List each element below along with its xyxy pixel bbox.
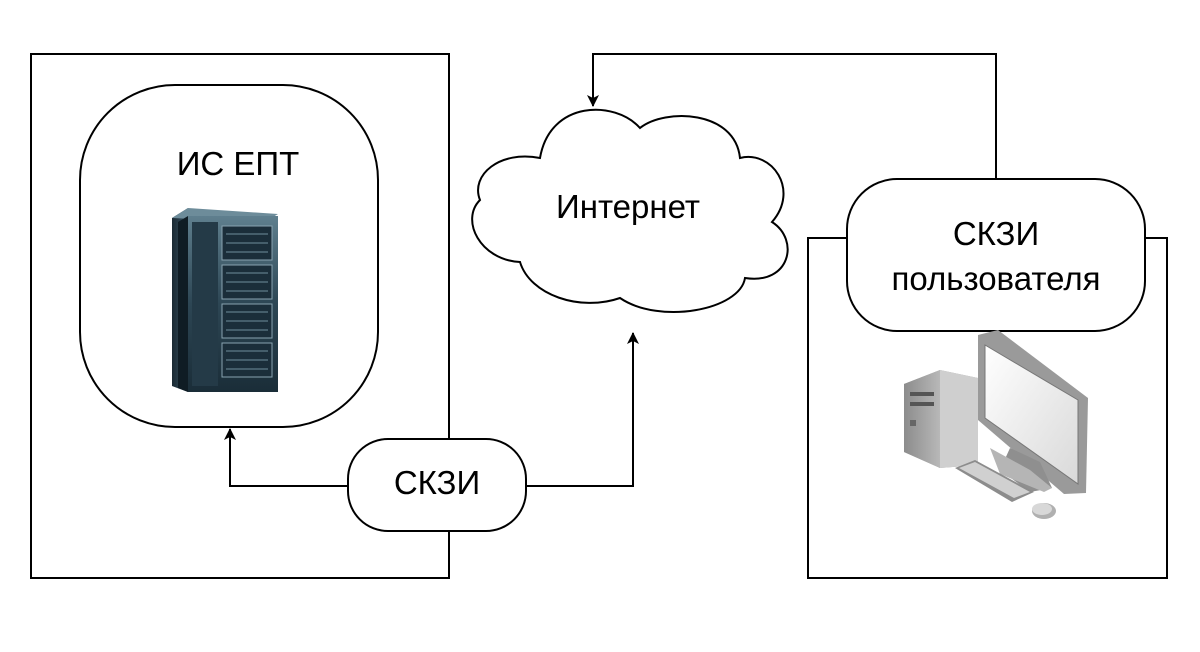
server-rack-icon xyxy=(172,208,278,392)
arrow-crypto-to-internet xyxy=(526,332,639,487)
server-crypto-box xyxy=(347,438,527,532)
user-crypto-label-line1: СКЗИ xyxy=(953,215,1039,252)
user-crypto-label-line2: пользователя xyxy=(892,260,1101,297)
arrow-user-crypto-to-internet xyxy=(587,53,997,179)
desktop-computer-icon xyxy=(904,330,1088,519)
server-crypto-label: СКЗИ xyxy=(394,464,480,501)
user-crypto-box xyxy=(846,178,1146,332)
cloud-icon xyxy=(471,108,789,313)
server-system-label: ИС ЕПТ xyxy=(177,145,300,182)
arrow-crypto-to-server xyxy=(224,428,349,487)
server-side-container xyxy=(30,53,450,579)
internet-label: Интернет xyxy=(556,188,700,225)
